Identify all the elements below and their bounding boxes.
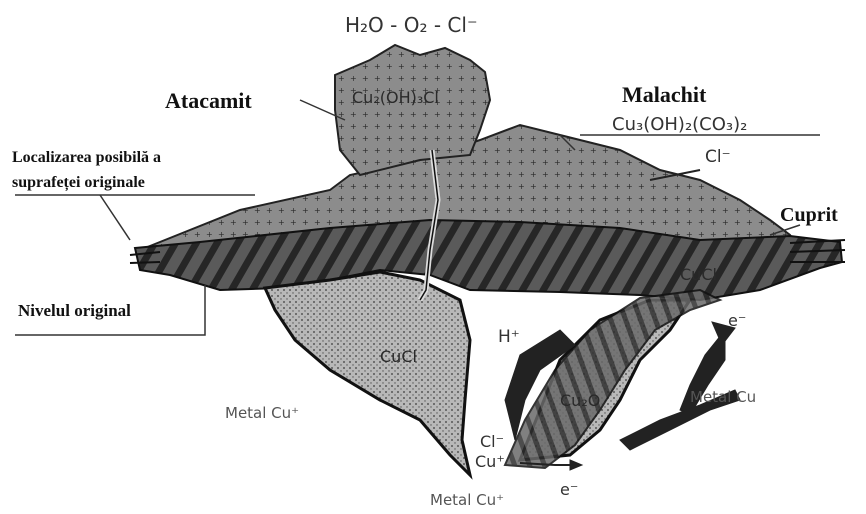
cu-bottom-label: Cu⁺ <box>475 452 505 471</box>
metal-cu-right-label: Metal Cu <box>690 388 756 406</box>
localizare-label-line2: suprafeței originale <box>12 174 145 192</box>
malachit-label: Malachit <box>622 82 707 107</box>
e-bottom-label: e⁻ <box>560 480 578 499</box>
metal-cu-left-label: Metal Cu⁺ <box>225 404 299 422</box>
top-formula: H₂O - O₂ - Cl⁻ <box>345 13 478 37</box>
atacamit-formula: Cu₂(OH)₃Cl <box>352 88 439 107</box>
h-plus-label: H⁺ <box>498 327 520 347</box>
cucl-left-label: CuCl <box>380 347 417 366</box>
metal-cu-bottom-label: Metal Cu⁺ <box>430 491 504 509</box>
cucl-right-label: CuCl <box>680 265 717 284</box>
atacamit-label: Atacamit <box>165 88 252 113</box>
cl-bottom-label: Cl⁻ <box>480 432 504 451</box>
chloride-right-label: Cl⁻ <box>705 147 731 167</box>
localizare-label-line1: Localizarea posibilă a <box>12 149 161 166</box>
nivelul-label: Nivelul original <box>18 301 131 320</box>
atacamite-column <box>335 45 490 175</box>
malachit-formula: Cu₃(OH)₂(CO₃)₂ <box>612 114 747 135</box>
cucl-pit-left <box>265 272 470 475</box>
cu2o-label: Cu₂O <box>560 391 600 410</box>
cuprite-rim-right <box>505 290 720 468</box>
e-top-label: e⁻ <box>728 311 746 330</box>
cuprit-label: Cuprit <box>780 204 838 226</box>
